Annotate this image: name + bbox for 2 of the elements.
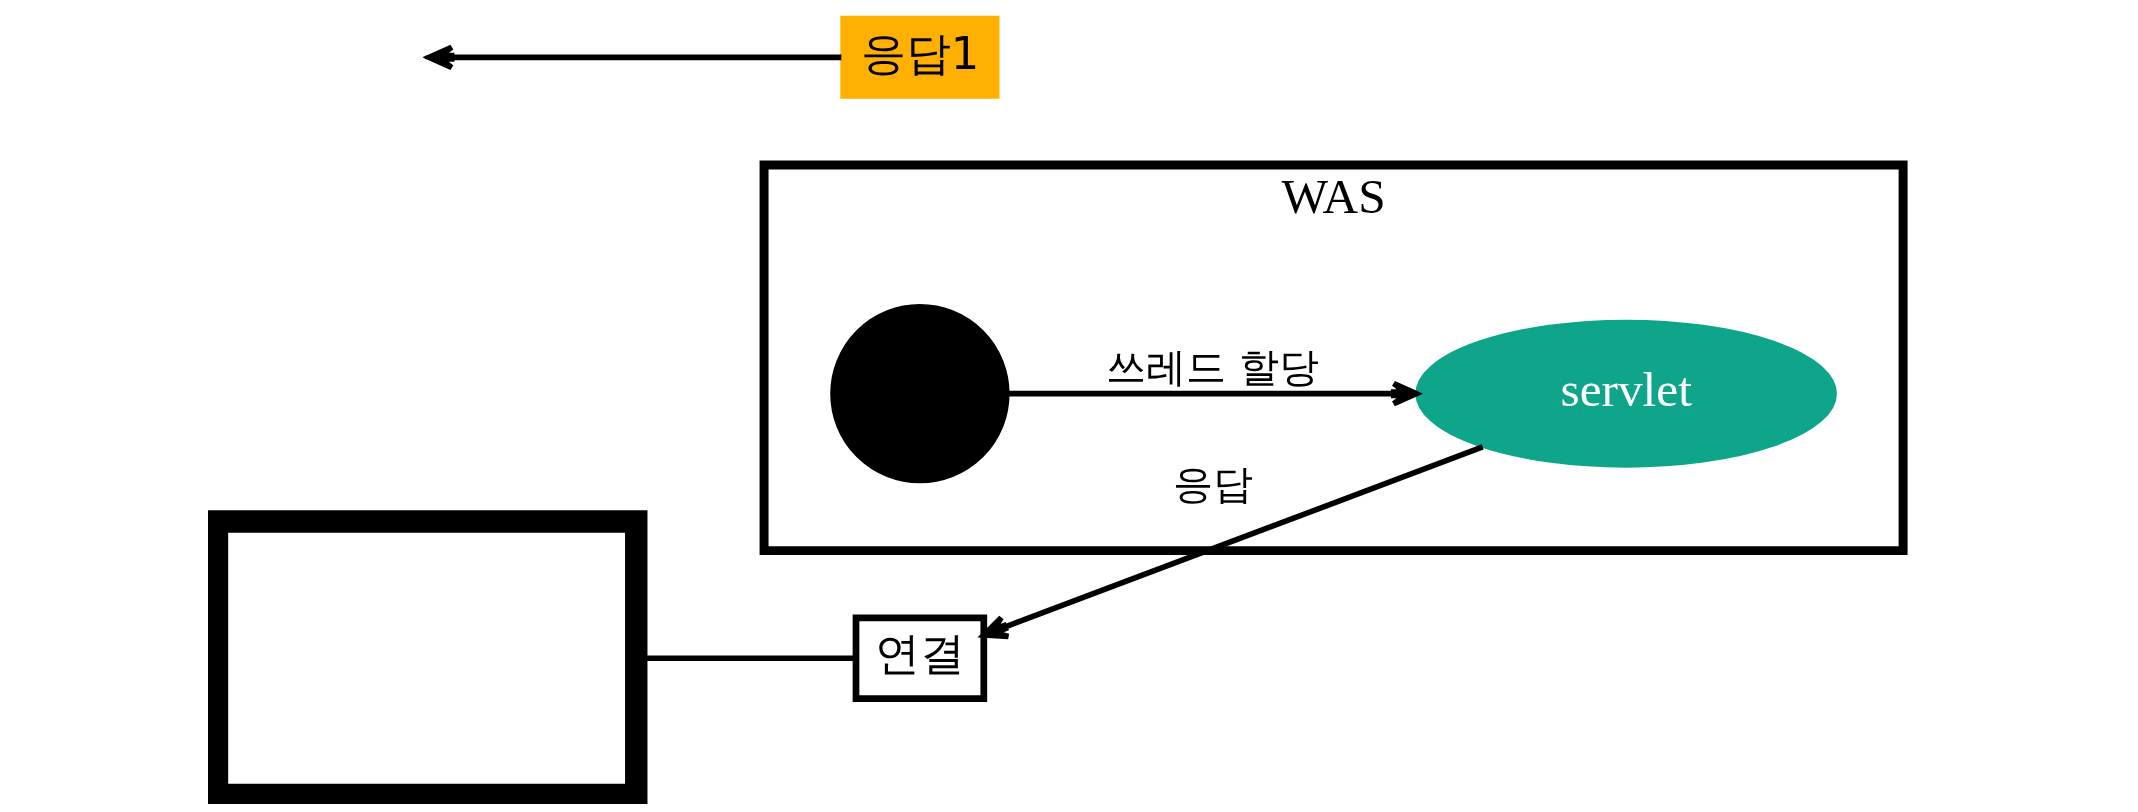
edge-label: 응답 (1172, 460, 1253, 508)
edge-label: 쓰레드 할당 (1106, 344, 1319, 392)
